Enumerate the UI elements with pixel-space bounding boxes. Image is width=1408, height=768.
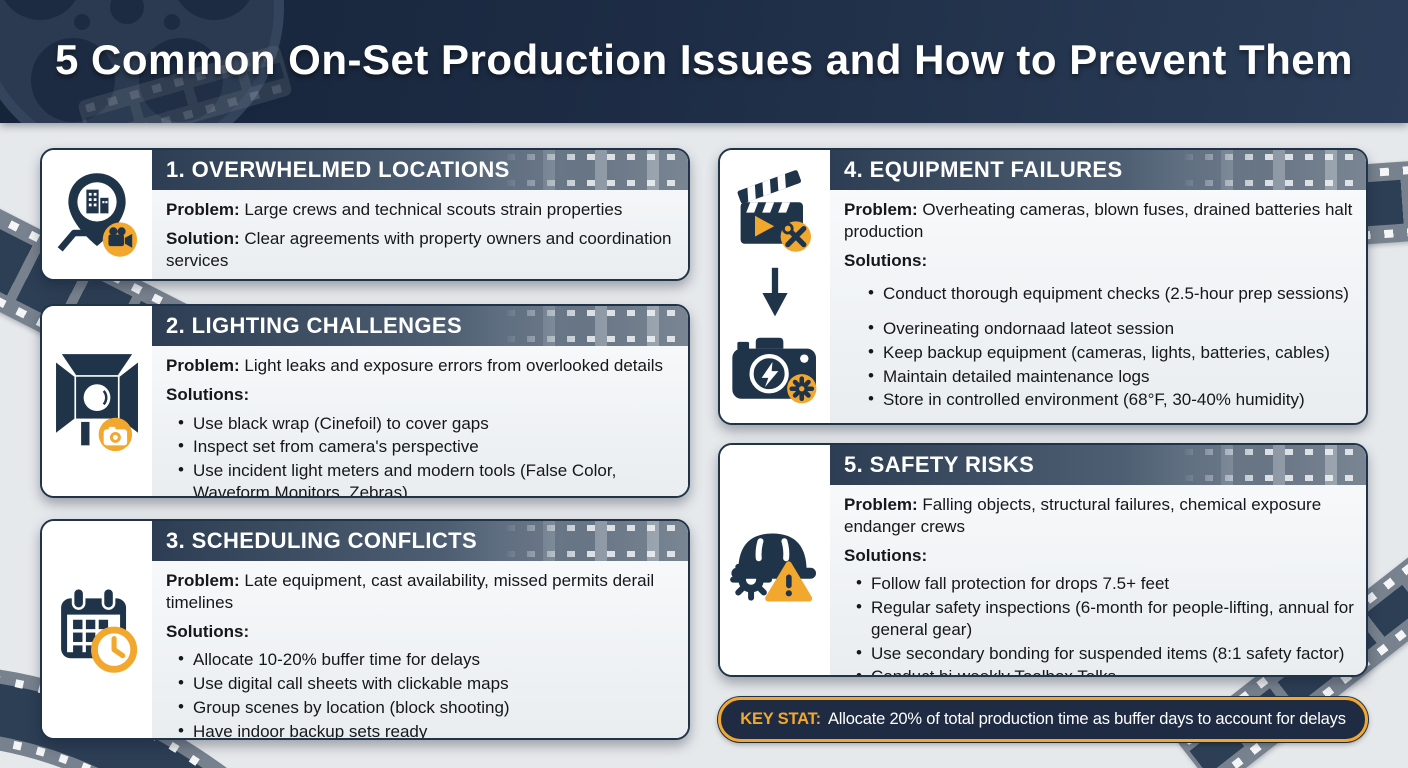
bullet-item: Store in controlled environment (68°F, 3… xyxy=(866,388,1354,411)
film-texture xyxy=(503,521,688,561)
card-equipment-failures: 4. EQUIPMENT FAILURES Problem: Overheati… xyxy=(718,148,1368,425)
problem-label: Problem: xyxy=(166,571,240,590)
problem-label: Problem: xyxy=(844,495,918,514)
bullet-item: Allocate 10-20% buffer time for delays xyxy=(176,648,676,671)
camera-gear-icon xyxy=(732,337,817,404)
film-texture xyxy=(1181,150,1366,190)
solutions-list: Use black wrap (Cinefoil) to cover gaps … xyxy=(166,412,676,496)
film-texture xyxy=(503,306,688,346)
problem-text: Problem: Large crews and technical scout… xyxy=(166,200,623,219)
film-texture xyxy=(1181,445,1366,485)
solutions-list: Allocate 10-20% buffer time for delays U… xyxy=(166,648,676,738)
bullet-item: Use secondary bonding for suspended item… xyxy=(854,642,1354,665)
key-stat-banner: KEY STAT: Allocate 20% of total producti… xyxy=(718,697,1368,742)
studio-light-icon xyxy=(56,354,138,452)
bullet-item: Use digital call sheets with clickable m… xyxy=(176,672,676,695)
clapperboard-tools-icon xyxy=(737,170,811,252)
card-scheduling-conflicts: 3. SCHEDULING CONFLICTS Problem: Late eq… xyxy=(40,519,690,740)
solutions-label: Solutions: xyxy=(166,621,250,641)
problem-label: Problem: xyxy=(844,200,918,219)
bullet-item: Conduct bi-weekly Toolbox Talks xyxy=(854,665,1354,675)
page-header: 5 Common On-Set Production Issues and Ho… xyxy=(0,0,1408,123)
problem-text: Problem: Falling objects, structural fai… xyxy=(844,495,1322,536)
bullet-item: Regular safety inspections (6-month for … xyxy=(854,596,1354,641)
bullet-item: Inspect set from camera's perspective xyxy=(176,435,676,458)
card-title: 1. OVERWHELMED LOCATIONS xyxy=(166,157,510,182)
solutions-list: Conduct thorough equipment checks (2.5-h… xyxy=(844,282,1354,411)
problem-text: Problem: Light leaks and exposure errors… xyxy=(166,356,664,375)
bullet-item: Conduct thorough equipment checks (2.5-h… xyxy=(866,282,1354,305)
film-texture xyxy=(503,150,688,190)
bullet-item: Group scenes by location (block shooting… xyxy=(176,696,676,719)
page-title: 5 Common On-Set Production Issues and Ho… xyxy=(55,36,1353,83)
location-pin-icon xyxy=(57,172,138,257)
hardhat-warning-icon xyxy=(730,533,817,602)
solutions-label: Solutions: xyxy=(844,250,928,270)
problem-text: Problem: Overheating cameras, blown fuse… xyxy=(844,200,1353,241)
problem-label: Problem: xyxy=(166,356,240,375)
card-lighting-challenges: 2. LIGHTING CHALLENGES Problem: Light le… xyxy=(40,304,690,498)
solutions-label: Solutions: xyxy=(844,545,928,565)
bullet-item: Use incident light meters and modern too… xyxy=(176,459,676,496)
bullet-item: Follow fall protection for drops 7.5+ fe… xyxy=(854,572,1354,595)
down-arrow-icon xyxy=(762,267,788,317)
bullet-item: Have indoor backup sets ready xyxy=(176,720,676,738)
bullet-item: Overineating ondornaad lateot session xyxy=(866,317,1354,340)
key-stat-text: Allocate 20% of total production time as… xyxy=(827,710,1346,728)
bullet-item: Use black wrap (Cinefoil) to cover gaps xyxy=(176,412,676,435)
bullet-item: Maintain detailed maintenance logs xyxy=(866,365,1354,388)
card-title: 2. LIGHTING CHALLENGES xyxy=(166,313,463,338)
solution-text: Solution: Clear agreements with property… xyxy=(166,228,672,270)
key-stat-label: KEY STAT: xyxy=(740,710,821,728)
card-title: 3. SCHEDULING CONFLICTS xyxy=(166,528,478,553)
bullet-item: Keep backup equipment (cameras, lights, … xyxy=(866,341,1354,364)
card-overwhelmed-locations: 1. OVERWHELMED LOCATIONS Problem: Large … xyxy=(40,148,690,281)
solutions-list: Follow fall protection for drops 7.5+ fe… xyxy=(844,572,1354,675)
solutions-label: Solutions: xyxy=(166,384,250,404)
calendar-clock-icon xyxy=(61,586,138,673)
card-safety-risks: 5. SAFETY RISKS Problem: Falling objects… xyxy=(718,443,1368,677)
problem-text: Problem: Late equipment, cast availabili… xyxy=(166,571,655,612)
card-title: 5. SAFETY RISKS xyxy=(844,452,1035,477)
card-title: 4. EQUIPMENT FAILURES xyxy=(844,157,1123,182)
solution-label: Solution: xyxy=(166,228,240,248)
problem-label: Problem: xyxy=(166,200,240,219)
